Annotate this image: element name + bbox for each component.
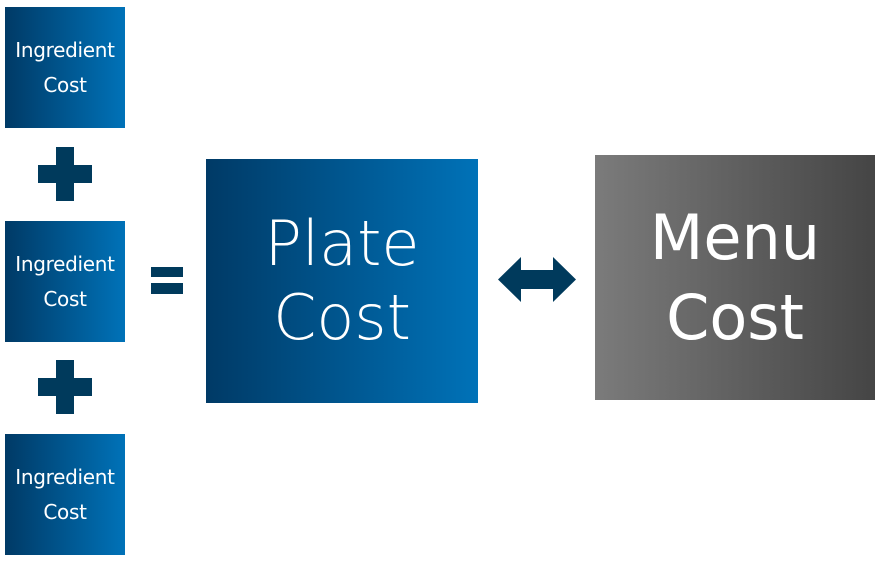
- menu-label: Menu: [649, 200, 821, 274]
- cost-label: Cost: [273, 281, 411, 354]
- plus-icon: [38, 360, 92, 414]
- plate-label: Plate: [264, 207, 420, 280]
- cost-label: Cost: [43, 499, 87, 524]
- ingredient-cost-box-2: Ingredient Cost: [5, 221, 125, 342]
- menu-cost-box: Menu Cost: [595, 155, 875, 400]
- ingredient-cost-box-3: Ingredient Cost: [5, 434, 125, 555]
- plus-icon: [38, 147, 92, 201]
- cost-label: Cost: [43, 72, 87, 97]
- plate-cost-box: Plate Cost: [206, 159, 478, 403]
- ingredient-label: Ingredient: [15, 464, 115, 489]
- ingredient-label: Ingredient: [15, 37, 115, 62]
- cost-label: Cost: [43, 286, 87, 311]
- ingredient-label: Ingredient: [15, 251, 115, 276]
- ingredient-cost-box-1: Ingredient Cost: [5, 7, 125, 128]
- cost-label: Cost: [666, 280, 804, 354]
- double-arrow-icon: [498, 257, 576, 302]
- equals-icon: [151, 267, 183, 294]
